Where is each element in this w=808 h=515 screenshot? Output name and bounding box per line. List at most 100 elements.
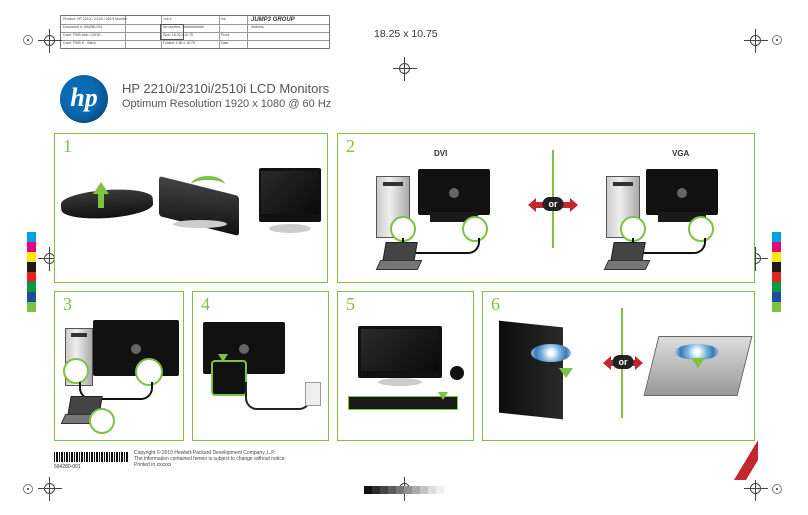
monitor-back-dvi [418,169,490,215]
info-proof: Proof [221,33,230,37]
step-5-panel: 5 [337,291,474,441]
power-port-arrow-icon [218,354,228,362]
gray-swatch [372,486,380,494]
monitor-front-base [378,378,422,386]
registration-mark-bl [38,477,62,501]
monitor-front [358,326,442,378]
audio-out-zoom [63,358,89,384]
audio-cable [79,382,153,400]
registration-dot-tl [23,35,33,45]
color-swatch [772,302,781,312]
color-swatch [27,272,36,282]
monitor-stand-vga [658,212,706,222]
info-product: Product: HP 2210i / 2310i / 2510i Monito… [63,17,127,21]
color-swatch [772,242,781,252]
monitor-tilted-base [173,220,227,228]
job-info-table: Product: HP 2210i / 2310i / 2510i Monito… [60,15,330,49]
dvi-label: DVI [434,149,448,158]
laptop-dvi [375,242,423,272]
front-panel-buttons [348,396,458,410]
gray-swatch [420,486,428,494]
hp-logo-text: hp [70,83,98,112]
or-arrow-step-6: or [603,355,643,370]
info-job: Job # [163,17,172,21]
audio-in-zoom [135,358,163,386]
info-brand: JUMP3 GROUP [251,17,295,23]
or-label-step-6: or [612,355,634,369]
step-1-number: 1 [63,136,72,156]
registration-mark-br [744,477,768,501]
registration-dot-tr [772,35,782,45]
info-size: Size: 18.25 x 10.75 [163,33,193,37]
info-color-black: Color: PMS K - Black [63,41,96,45]
laptop-vga [603,242,651,272]
grayscale-strip [364,486,444,494]
barcode [54,452,128,462]
step-4-number: 4 [201,294,210,314]
monitor-upright [259,168,321,222]
step-5-number: 5 [346,294,355,314]
lift-arrow-icon [93,182,109,194]
gray-swatch [428,486,436,494]
vga-label: VGA [672,149,690,158]
info-address: Address [251,25,264,29]
color-swatch [772,232,781,242]
gray-swatch [388,486,396,494]
info-date: Date [221,41,229,45]
page-curl-icon[interactable] [734,440,758,480]
cd-disc-laptop [675,344,719,360]
info-empty-box [160,24,184,40]
printed-in: Printed in xxxxxx [134,462,172,468]
monitor-back-vga [646,169,718,215]
part-number: 594280-001 [54,464,81,470]
gray-swatch [412,486,420,494]
color-swatch [772,272,781,282]
monitor-upright-base [269,224,311,233]
copyright: Copyright © 2010 Hewlett-Packard Develop… [134,450,276,456]
notice: The information contained herein is subj… [134,456,287,462]
or-arrow-step-2: or [528,197,578,212]
hp-logo: hp [60,75,108,123]
step-4-panel: 4 [192,291,329,441]
power-cord [245,382,311,410]
color-swatch [27,232,36,242]
step-3-panel: 3 [54,291,184,441]
step-1-panel: 1 [54,133,328,283]
wall-outlet [305,382,321,406]
step-3-number: 3 [63,294,72,314]
step-6-number: 6 [491,294,500,314]
registration-mark-tc [393,57,417,81]
info-folded: Folded: 4.56 x 10.75 [163,41,195,45]
color-bar-right [772,232,781,312]
info-document: Document #: 594280-001 [63,25,103,29]
step-6-panel: 6 or [482,291,755,441]
lift-arrow-stem [98,194,104,208]
gray-swatch [436,486,444,494]
rotate-arrow-icon [191,176,225,194]
color-swatch [27,302,36,312]
color-swatch [27,282,36,292]
step-2-number: 2 [346,136,355,156]
info-color: Color: PMS ### / CMYK [63,33,101,37]
cd-insert-arrow-laptop [691,358,705,368]
registration-mark-tl [38,29,62,53]
color-swatch [772,282,781,292]
registration-mark-tr [744,29,768,53]
power-button-icon[interactable] [450,366,464,380]
gray-swatch [380,486,388,494]
color-swatch [27,262,36,272]
power-port-zoom [211,360,247,396]
color-swatch [27,292,36,302]
or-label-step-2: or [542,197,564,211]
cd-insert-arrow-desktop [559,368,573,378]
page-subtitle: Optimum Resolution 1920 x 1080 @ 60 Hz [122,98,332,110]
gray-swatch [364,486,372,494]
size-label: 18.25 x 10.75 [374,28,438,40]
dvi-port-zoom-monitor [462,216,488,242]
headphone-zoom [89,408,115,434]
color-swatch [772,292,781,302]
color-swatch [772,262,781,272]
desktop-cd-drive [499,320,563,420]
cd-disc-desktop [531,344,571,362]
color-swatch [27,252,36,262]
